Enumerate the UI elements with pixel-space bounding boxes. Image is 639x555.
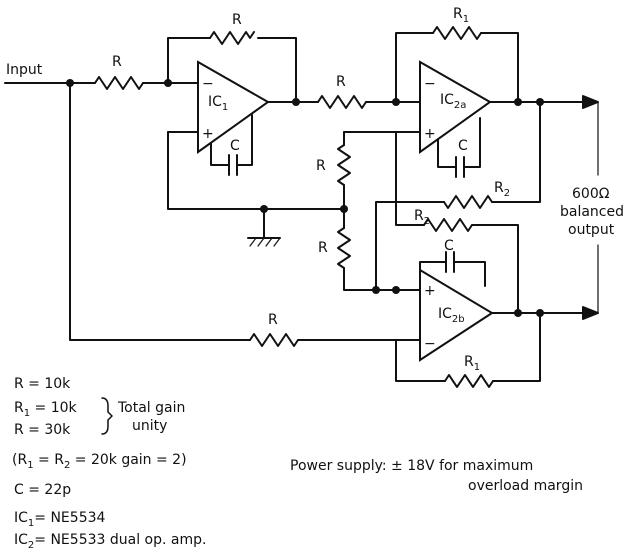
note-overload-margin: overload margin [468,478,583,494]
label-r1-bottom: R1 [464,354,480,373]
note-r: R = 10k [14,376,71,392]
note-r1: R1 = 10k [14,400,78,419]
ic2b-minus: − [424,336,436,352]
label-r-vert-lower: R [318,240,328,256]
label-c-ic2b: C [444,238,454,254]
ic1-minus: − [202,76,214,92]
output-impedance: 600Ω [572,186,610,202]
note-power-supply: Power supply: ± 18V for maximum [290,458,533,474]
note-c: C = 22p [14,482,71,498]
ic2a-minus: − [424,76,436,92]
op-amp-ic2b [419,268,494,362]
wiring [4,26,599,388]
note-unity: unity [132,418,167,434]
label-r-between: R [336,74,346,90]
component-notes: R = 10k R1 = 10k R = 30k Total gain unit… [12,376,583,551]
ic1-plus: + [202,126,214,142]
ic1-label: IC1 [208,94,228,113]
junction-dots [66,79,544,317]
note-r30: R = 30k [14,422,71,438]
note-ic2: IC2= NE5533 dual op. amp. [14,532,206,551]
op-amp-ic2a [419,60,492,154]
note-gain2: (R1 = R2 = 20k gain = 2) [12,452,187,471]
ic2b-plus: + [424,283,436,299]
label-r-input: R [112,54,122,70]
label-r1-top: R1 [453,6,469,25]
note-ic1: IC1= NE5534 [14,510,106,529]
label-r2-upper: R2 [494,180,510,199]
label-r-lower: R [268,312,278,328]
label-c-ic1: C [230,138,240,154]
input-label: Input [6,62,43,78]
ic2b-label: IC2b [438,306,465,325]
label-r-vert-upper: R [316,158,326,174]
op-amp-ic1 [197,60,270,154]
output-word: output [568,222,615,238]
note-total-gain: Total gain [117,400,185,416]
ic2a-label: IC2a [440,92,466,111]
label-r-fb-ic1: R [232,12,242,28]
label-r2-lower: R2 [414,208,430,227]
label-c-ic2a: C [458,138,468,154]
ic2a-plus: + [424,126,436,142]
output-balanced: balanced [560,204,624,220]
